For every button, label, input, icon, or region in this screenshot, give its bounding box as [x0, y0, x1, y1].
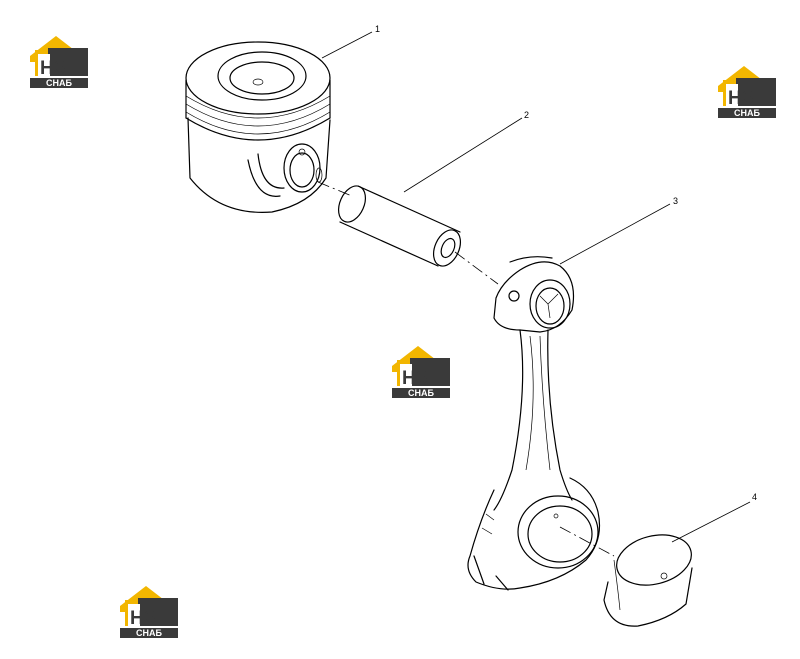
logo-letters: НЗ: [728, 88, 754, 109]
logo-subtext: СНАБ: [136, 628, 162, 638]
callout-1: 1: [321, 24, 380, 59]
logo-letters: НЗ: [40, 58, 66, 79]
callout-4: 4: [671, 492, 757, 543]
watermark-logo-top-left: НЗ СНАБ: [30, 36, 88, 88]
logo-subtext: СНАБ: [408, 388, 434, 398]
logo-letters: НЗ: [402, 368, 428, 389]
watermark-logo-top-right: НЗ СНАБ: [718, 66, 776, 118]
callout-label: 2: [524, 110, 529, 120]
rod-bearing-part: [603, 534, 693, 627]
watermark-logo-center: НЗ СНАБ: [392, 346, 450, 398]
logo-subtext: СНАБ: [734, 108, 760, 118]
connecting-rod-part: [467, 256, 601, 591]
callout-label: 3: [673, 196, 678, 206]
callout-3: 3: [559, 196, 678, 265]
logo-subtext: СНАБ: [46, 78, 72, 88]
assembly-axis-lines: [317, 181, 615, 557]
callout-2: 2: [403, 110, 529, 193]
logo-letters: НЗ: [130, 608, 156, 629]
watermark-logo-bottom-left: НЗ СНАБ: [120, 586, 178, 638]
callout-label: 4: [752, 492, 757, 502]
piston-part: [185, 41, 331, 213]
callout-label: 1: [375, 24, 380, 34]
piston-pin-part: [337, 185, 462, 267]
